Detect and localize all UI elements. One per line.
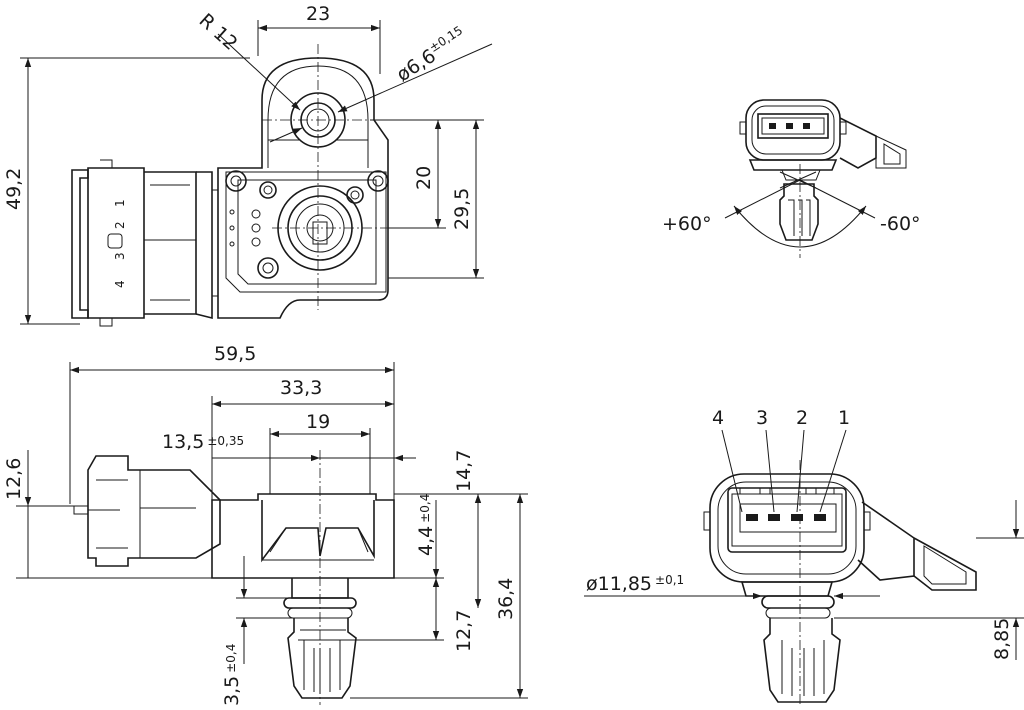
- rotation-view: +60° -60°: [662, 99, 921, 258]
- dim-side-total-length: 59,5: [214, 343, 256, 365]
- dim-top-total-height: 49,2: [3, 168, 25, 210]
- connector-pin-4: 4: [712, 407, 724, 429]
- angle-left: +60°: [662, 213, 712, 235]
- dim-top-hole-center: 20: [413, 166, 435, 190]
- dim-side-upper: 14,7: [453, 450, 475, 492]
- dim-side-step: 4,4±0,4: [415, 494, 437, 556]
- connector-pin-2: 2: [796, 407, 808, 429]
- dim-top-body-height: 29,5: [451, 188, 473, 230]
- dim-connector-diameter: ø11,85±0,1: [586, 573, 684, 595]
- side-view: 59,5 33,3 19 13,5±0,35 12,6: [3, 343, 528, 706]
- dim-side-offset: 13,5±0,35: [162, 431, 244, 453]
- dim-side-housing: 19: [306, 411, 330, 433]
- top-pin-4: 4: [113, 280, 127, 288]
- dim-top-hole: ø6,6±0,15: [392, 23, 471, 86]
- angle-right: -60°: [880, 213, 921, 235]
- dim-side-body-length: 33,3: [280, 377, 322, 399]
- connector-view: 4 3 2 1 ø11,85±0,1 8,85: [584, 407, 1024, 706]
- dim-side-tip: 3,5±0,4: [221, 644, 243, 706]
- connector-pin-3: 3: [756, 407, 768, 429]
- top-pin-2: 2: [113, 221, 127, 229]
- dim-side-stem: 12,7: [453, 610, 475, 652]
- dim-side-total-height: 36,4: [495, 578, 517, 620]
- top-pin-3: 3: [113, 252, 127, 260]
- top-view: 1 2 3 4 23 R 12 ø6,6±0,15: [3, 3, 493, 327]
- dim-side-connector-height: 12,6: [3, 458, 25, 500]
- dim-top-radius: R 12: [195, 9, 242, 54]
- dim-top-width: 23: [306, 3, 330, 25]
- top-pin-1: 1: [113, 199, 127, 207]
- dim-connector-depth: 8,85: [991, 618, 1013, 660]
- connector-pin-1: 1: [838, 407, 850, 429]
